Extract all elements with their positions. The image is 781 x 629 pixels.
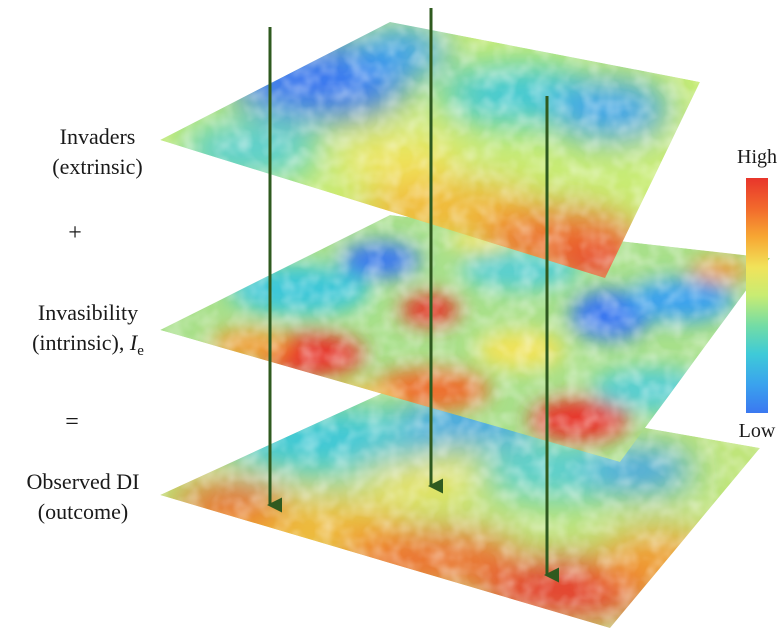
invaders-label-line2: (extrinsic)	[52, 154, 143, 179]
arrows	[267, 8, 559, 583]
colorbar-high-label: High	[737, 146, 777, 168]
plus-operator: +	[68, 220, 82, 246]
ie-subscript: e	[137, 343, 144, 359]
invasibility-label: Invasibility (intrinsic), Ie	[8, 298, 168, 366]
invaders-label-line1: Invaders	[59, 124, 136, 149]
observed-label: Observed DI (outcome)	[8, 467, 158, 527]
invasibility-label-line2: (intrinsic), Ie	[8, 328, 168, 366]
ie-symbol: I	[129, 330, 138, 355]
colorbar-low-label: Low	[738, 420, 776, 442]
invasibility-label-prefix: (intrinsic),	[32, 330, 130, 355]
observed-surface	[160, 385, 760, 628]
invaders-label: Invaders (extrinsic)	[25, 122, 170, 182]
colorbar	[746, 178, 768, 413]
observed-label-line2: (outcome)	[37, 499, 129, 524]
invasibility-surface	[160, 215, 770, 462]
equals-operator: =	[65, 409, 79, 435]
observed-label-line1: Observed DI	[26, 469, 140, 494]
invasibility-label-line1: Invasibility	[37, 300, 139, 325]
